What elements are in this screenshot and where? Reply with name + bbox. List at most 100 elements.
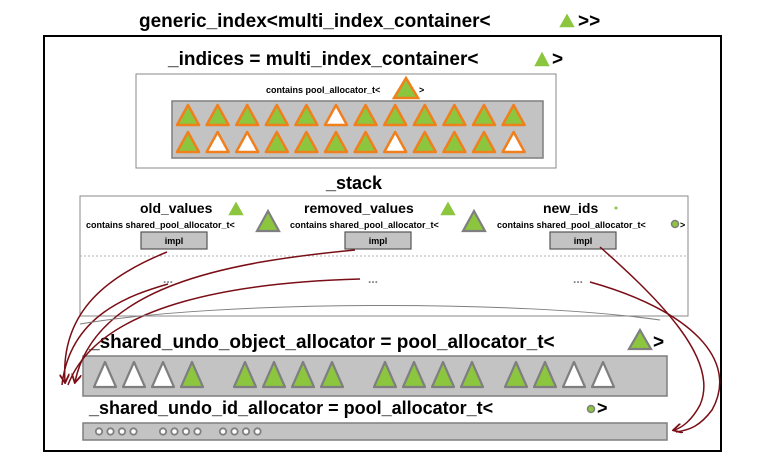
new-ids-contains-dot-icon (670, 219, 680, 229)
old-values-ellipsis: ... (163, 272, 173, 286)
id-dot-icon (158, 427, 168, 436)
object-allocator-label-suffix: > (653, 332, 664, 353)
arrow-old-values-to-object-allocator (65, 251, 168, 382)
new-ids-contains-text: contains shared_pool_allocator_t< (497, 220, 646, 230)
object-triangle-icon (290, 360, 316, 389)
removed-values-contains-triangle-icon (461, 208, 487, 233)
free-node-triangle-icon (205, 130, 230, 154)
node-triangle-icon (294, 130, 319, 154)
new-ids-dot-icon (614, 206, 618, 210)
removed-values-label: removed_values (304, 200, 414, 216)
id-dot-icon (170, 427, 179, 436)
node-triangle-icon (412, 103, 438, 127)
old-values-label: old_values (140, 200, 213, 216)
id-dot-icon (218, 427, 228, 436)
node-triangle-icon (234, 103, 260, 127)
object-triangle-icon (430, 360, 456, 389)
arrow-new-ids-ellipsis (589, 281, 721, 433)
object-allocator-triangles (92, 360, 616, 389)
node-triangle-icon (501, 103, 526, 127)
object-triangle-icon (179, 360, 205, 389)
free-node-triangle-icon (382, 130, 408, 154)
old-values-impl (140, 231, 208, 250)
title-triangle-icon (556, 10, 578, 29)
stack-label: _stack (325, 173, 383, 193)
free-object-triangle-icon (150, 360, 176, 389)
id-dot-icon (230, 427, 239, 436)
id-allocator-dot-icon (586, 404, 596, 414)
id-dot-icon (129, 427, 138, 436)
node-triangle-icon (442, 130, 467, 154)
id-allocator-label: _shared_undo_id_allocator = pool_allocat… (88, 398, 493, 418)
node-triangle-icon (264, 130, 290, 154)
object-allocator-triangle-icon (627, 327, 653, 351)
id-dot-icon (181, 427, 191, 436)
id-dot-icon (193, 427, 202, 436)
new-ids-contains-suffix: > (680, 220, 685, 230)
old-values-impl-label: impl (165, 236, 184, 246)
id-allocator-pool (82, 422, 668, 441)
arrow-removed-values-ellipsis (67, 278, 361, 386)
removed-values-impl-label: impl (369, 236, 388, 246)
removed-values-ellipsis: ... (368, 272, 378, 286)
new-ids-impl-label: impl (574, 236, 593, 246)
id-dot-icon (253, 427, 262, 436)
free-object-triangle-icon (92, 360, 118, 389)
object-triangle-icon (319, 360, 345, 389)
free-object-triangle-icon (590, 360, 616, 389)
id-dot-icon (241, 427, 251, 436)
node-triangle-icon (353, 103, 378, 127)
arrow-removed-values-to-object-allocator (75, 249, 356, 382)
node-triangle-icon (412, 130, 438, 154)
title-suffix: >> (578, 11, 600, 32)
indices-label: _indices = multi_index_container< (167, 49, 478, 70)
old-values-triangle-icon (225, 198, 247, 217)
node-triangle-icon (323, 130, 349, 154)
indices-contains-text: contains pool_allocator_t< (266, 85, 380, 95)
indices-contains-suffix: > (419, 85, 424, 95)
id-allocator-label-suffix: > (597, 398, 608, 418)
indices-contains-triangle-icon (391, 75, 421, 100)
node-triangle-icon (294, 103, 319, 127)
removed-values-contains-text: contains shared_pool_allocator_t< (290, 220, 439, 230)
old-values-contains-text: contains shared_pool_allocator_t< (86, 220, 235, 230)
new-ids-ellipsis: ... (573, 272, 583, 286)
node-triangle-icon (442, 103, 467, 127)
node-triangle-icon (175, 130, 201, 154)
indices-label-suffix: > (552, 49, 563, 70)
arrow-old-values-ellipsis (61, 283, 169, 386)
id-dot-icon (106, 427, 115, 436)
node-triangle-icon (353, 130, 378, 154)
free-object-triangle-icon (121, 360, 147, 389)
object-triangle-icon (401, 360, 427, 389)
object-triangle-icon (261, 360, 287, 389)
node-triangle-icon (471, 130, 497, 154)
node-triangle-icon (205, 103, 230, 127)
id-dot-icon (117, 427, 127, 436)
diagram-title: generic_index<multi_index_container< (139, 11, 491, 32)
removed-values-impl (344, 231, 412, 250)
object-triangle-icon (532, 360, 558, 389)
id-dot-icon (94, 427, 104, 436)
object-triangle-icon (503, 360, 529, 389)
object-triangle-icon (459, 360, 485, 389)
arrow-new-ids-to-id-allocator (599, 246, 705, 430)
free-node-triangle-icon (501, 130, 526, 154)
indices-triangle-icon (531, 48, 553, 68)
old-values-contains-triangle-icon (255, 208, 281, 233)
node-triangle-icon (471, 103, 497, 127)
free-node-triangle-icon (234, 130, 260, 154)
new-ids-label: new_ids (543, 200, 598, 216)
stack-bracket-curve (79, 304, 661, 325)
node-triangle-icon (382, 103, 408, 127)
object-triangle-icon (372, 360, 398, 389)
new-ids-impl (549, 231, 617, 250)
id-allocator-dots (94, 427, 262, 436)
removed-values-triangle-icon (437, 198, 459, 217)
free-node-triangle-icon (323, 103, 349, 127)
indices-node-triangles (175, 103, 526, 154)
object-triangle-icon (232, 360, 258, 389)
object-allocator-label: _shared_undo_object_allocator = pool_all… (88, 332, 555, 353)
node-triangle-icon (264, 103, 290, 127)
